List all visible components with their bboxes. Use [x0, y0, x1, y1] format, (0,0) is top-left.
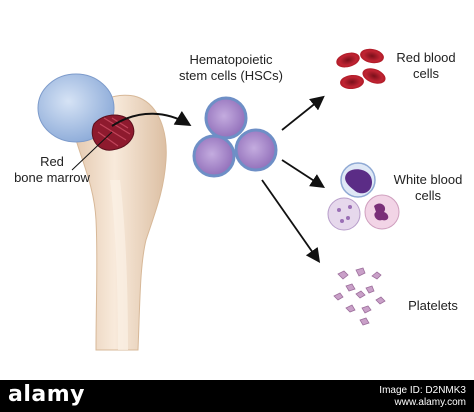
site-url-text: www.alamy.com	[394, 397, 467, 408]
hsc-label: Hematopoietic stem cells (HSCs)	[176, 52, 286, 84]
red-blood-cells-label: Red blood cells	[384, 50, 468, 82]
marrow-pointer-line	[71, 131, 113, 171]
red-blood-cell	[340, 74, 364, 90]
platelet	[337, 270, 349, 280]
hsc-cell	[234, 128, 278, 172]
red-bone-marrow-label: Red bone marrow	[2, 154, 102, 186]
rbc-label-line2: cells	[412, 66, 439, 81]
platelet	[333, 292, 344, 301]
platelets-label: Platelets	[398, 298, 468, 314]
platelet	[345, 283, 356, 292]
red-blood-cells	[336, 48, 386, 90]
watermark-footer: alamy Image ID: D2NMK3 www.alamy.com	[0, 380, 474, 412]
hsc-label-line2: stem cells (HSCs)	[178, 68, 283, 83]
arrow-to-white-blood-cells	[281, 159, 326, 188]
arrow-to-red-blood-cells	[281, 95, 325, 131]
white-blood-cells	[327, 162, 400, 231]
platelet	[365, 285, 375, 294]
hsc-cluster	[192, 96, 278, 178]
granulocyte-eosinophil	[327, 197, 361, 231]
hematopoiesis-diagram	[37, 48, 400, 351]
red-blood-cell	[336, 52, 360, 68]
red-blood-cell	[362, 68, 386, 84]
arrow-to-platelets	[261, 179, 321, 263]
wbc-label-line2: cells	[414, 188, 441, 203]
platelets-label-text: Platelets	[408, 298, 458, 313]
platelet	[359, 317, 370, 326]
platelet	[355, 290, 366, 299]
rbc-label-line1: Red blood	[396, 50, 456, 65]
image-id-text: Image ID: D2NMK3	[379, 385, 466, 396]
wbc-label-line1: White blood	[393, 172, 463, 187]
platelet	[345, 304, 356, 313]
marrow-label-line1: Red	[40, 154, 64, 169]
marrow-to-hsc-arrow	[111, 110, 192, 127]
platelet	[355, 267, 366, 277]
platelet	[371, 271, 382, 280]
hsc-cell	[192, 134, 236, 178]
marrow-label-line2: bone marrow	[14, 170, 90, 185]
hsc-cell	[204, 96, 248, 140]
white-blood-cells-label: White blood cells	[384, 172, 472, 204]
hsc-label-line1: Hematopoietic	[189, 52, 273, 67]
platelet	[375, 296, 386, 305]
platelets-cluster	[333, 267, 386, 326]
alamy-logo: alamy	[8, 382, 85, 407]
red-blood-cell	[360, 48, 384, 64]
platelet	[361, 305, 372, 314]
femur-bone	[71, 94, 167, 351]
